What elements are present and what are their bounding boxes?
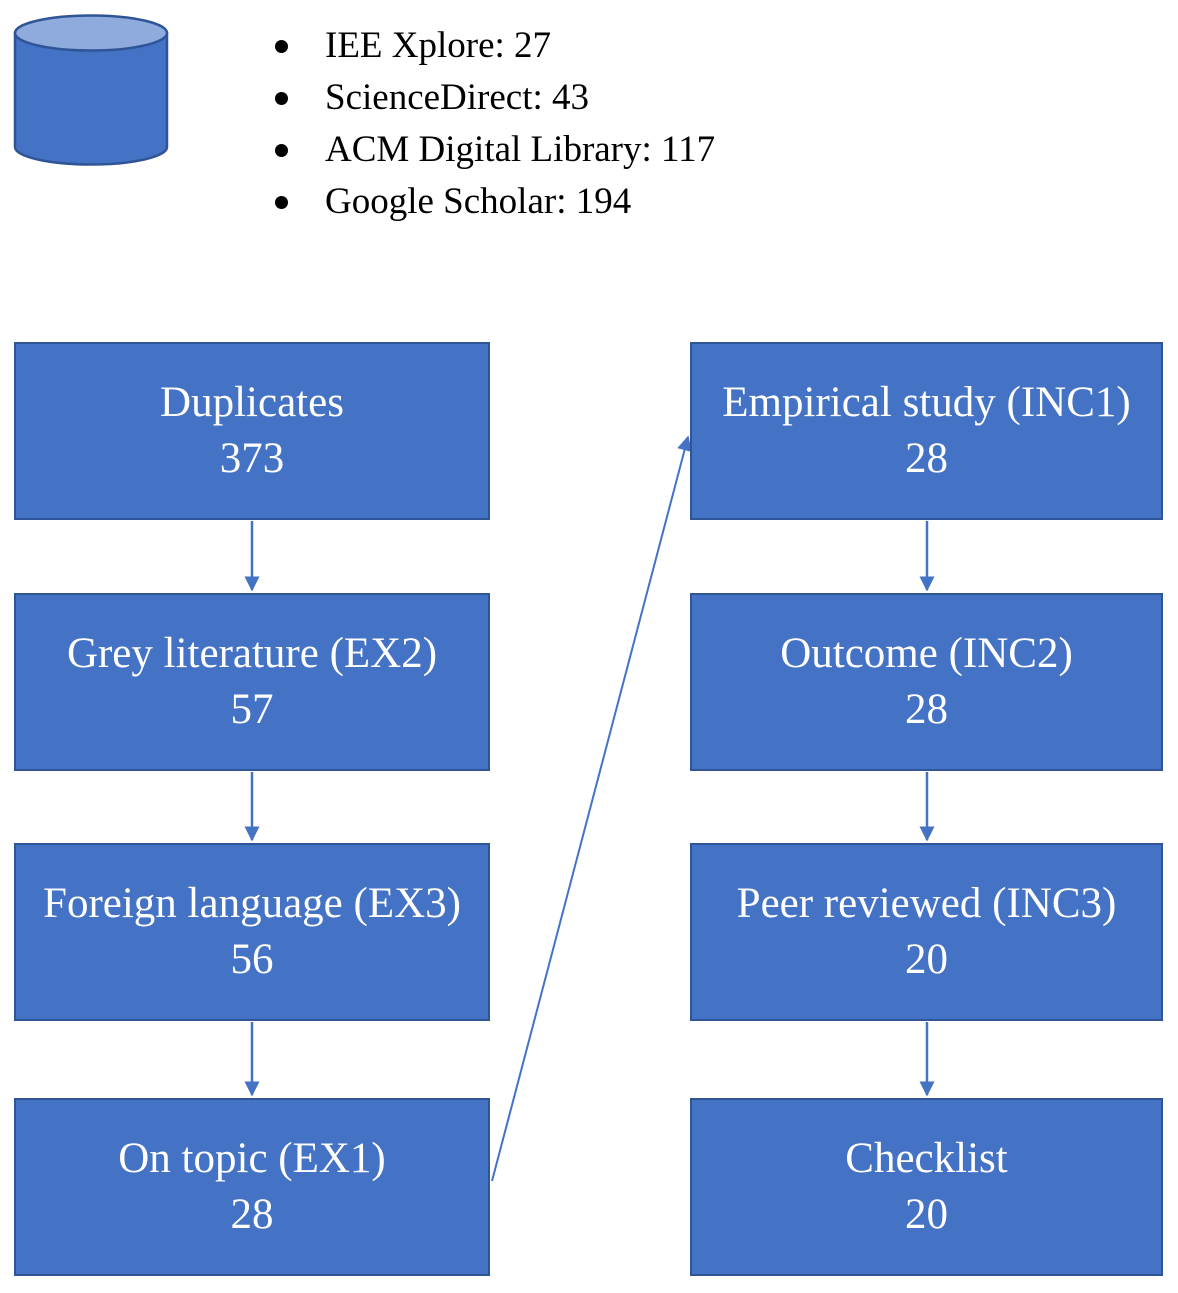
box-label: Empirical study (INC1) bbox=[722, 379, 1131, 426]
box-label: Peer reviewed (INC3) bbox=[736, 880, 1117, 927]
box-label: On topic (EX1) bbox=[118, 1135, 386, 1182]
box-count: 28 bbox=[905, 435, 948, 482]
source-count-item: IEE Xplore: 27 bbox=[268, 20, 715, 72]
box-label: Grey literature (EX2) bbox=[66, 630, 438, 677]
flow-box-foreign-language: Foreign language (EX3) 56 bbox=[14, 843, 490, 1021]
database-cylinder-icon bbox=[13, 14, 169, 166]
box-label: Checklist bbox=[845, 1135, 1008, 1182]
source-count-item: Google Scholar: 194 bbox=[268, 176, 715, 228]
box-count: 20 bbox=[905, 936, 948, 983]
box-count: 28 bbox=[230, 1191, 274, 1238]
flow-box-duplicates: Duplicates 373 bbox=[14, 342, 490, 520]
box-count: 20 bbox=[905, 1191, 948, 1238]
flow-box-peer-reviewed: Peer reviewed (INC3) 20 bbox=[690, 843, 1163, 1021]
box-label: Duplicates bbox=[160, 379, 344, 426]
arrow-ontopic-to-empirical bbox=[491, 435, 692, 1182]
box-count: 56 bbox=[230, 936, 274, 983]
box-label: Outcome (INC2) bbox=[780, 630, 1073, 677]
flow-box-checklist: Checklist 20 bbox=[690, 1098, 1163, 1276]
source-count-item: ACM Digital Library: 117 bbox=[268, 124, 715, 176]
box-label: Foreign language (EX3) bbox=[43, 880, 461, 927]
cylinder-top bbox=[13, 14, 169, 52]
source-count-item: ScienceDirect: 43 bbox=[268, 72, 715, 124]
search-source-list: IEE Xplore: 27 ScienceDirect: 43 ACM Dig… bbox=[268, 20, 715, 228]
box-count: 28 bbox=[905, 686, 948, 733]
cylinder-body bbox=[13, 31, 169, 166]
flow-box-outcome: Outcome (INC2) 28 bbox=[690, 593, 1163, 771]
flow-box-on-topic: On topic (EX1) 28 bbox=[14, 1098, 490, 1276]
flow-box-grey-literature: Grey literature (EX2) 57 bbox=[14, 593, 490, 771]
flow-box-empirical-study: Empirical study (INC1) 28 bbox=[690, 342, 1163, 520]
box-count: 57 bbox=[230, 686, 274, 733]
box-count: 373 bbox=[219, 435, 285, 482]
